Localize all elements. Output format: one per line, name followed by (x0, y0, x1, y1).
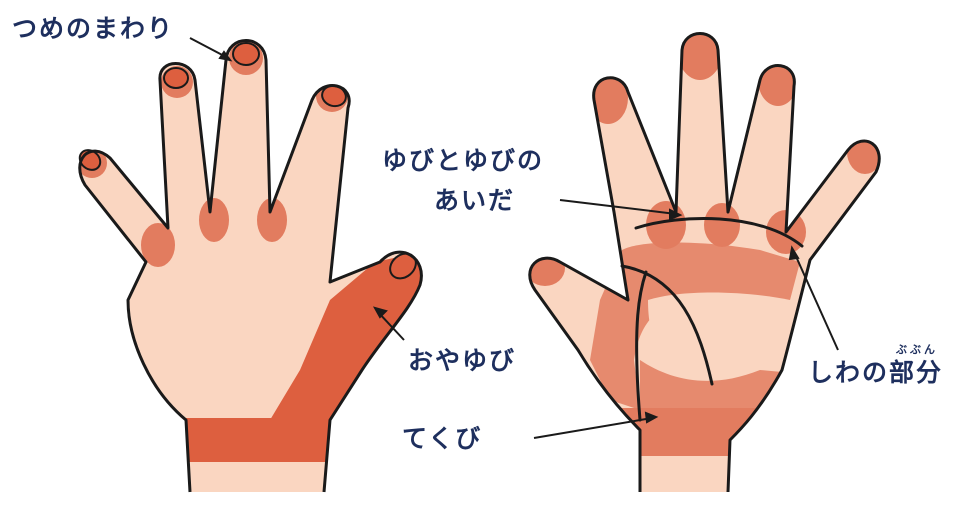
wrist-arrowhead (644, 411, 659, 424)
palm-line (620, 264, 714, 386)
between-fingers-arrow (559, 199, 677, 215)
between-fingers-label-line2: あいだ (434, 186, 516, 215)
right-palm-lower-area (640, 360, 782, 420)
right-palm-center (648, 292, 790, 376)
right-web-highlight (704, 203, 740, 247)
thumb-arrowhead (372, 306, 388, 319)
left-web-highlight (257, 198, 287, 242)
wrist-arrow (533, 417, 653, 439)
thumb-label: おやゆび (408, 346, 517, 375)
right-hand-palm (528, 32, 881, 493)
nail-area-label: つめのまわり (12, 14, 175, 43)
palm-line (635, 270, 648, 422)
wrinkles-arrowhead (788, 245, 800, 261)
left-hand-outline (78, 39, 423, 493)
left-nail (232, 42, 260, 66)
right-hand-outline (528, 32, 881, 493)
nail-area-arrowhead (218, 50, 233, 62)
thumb-arrow (377, 311, 405, 341)
wrinkles-ruby: ぶぶん (896, 343, 938, 356)
wrist-label: てくび (402, 424, 483, 453)
wrinkles-arrow (793, 251, 839, 351)
between-fingers-arrowhead (669, 208, 683, 221)
left-hand-back (78, 39, 423, 493)
palm-line (634, 217, 804, 248)
left-nail (163, 67, 189, 89)
left-wrist-highlight (170, 418, 340, 462)
left-thumb-highlight (270, 250, 422, 420)
wrinkles-label: しわの部分 (808, 358, 944, 387)
between-fingers-label-line1: ゆびとゆびの (382, 146, 545, 175)
left-web-highlight (141, 223, 175, 267)
left-web-highlight (199, 198, 229, 242)
